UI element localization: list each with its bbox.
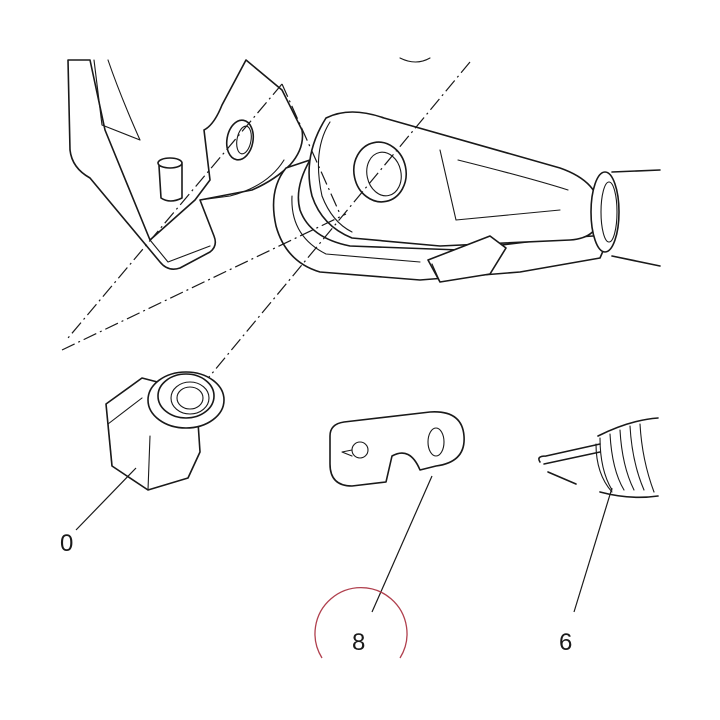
leader-line-plate — [371, 475, 433, 613]
callout-highlight-circle — [314, 587, 408, 659]
rod-end-clevis — [272, 111, 661, 283]
callout-6: 6 — [559, 629, 572, 656]
locking-plate — [329, 411, 465, 487]
assembly-centerlines — [61, 57, 471, 401]
lock-nut — [105, 371, 225, 491]
leader-lines — [75, 467, 613, 613]
leader-line-spring — [573, 487, 613, 613]
bracket-lever — [67, 59, 304, 270]
callout-8: 8 — [352, 629, 365, 656]
spring-clip — [538, 417, 659, 499]
leader-line-nut — [75, 467, 137, 531]
callout-0: 0 — [60, 530, 73, 557]
